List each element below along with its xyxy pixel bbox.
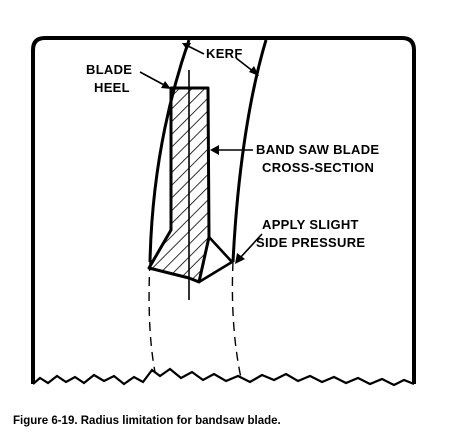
blade-heel-arrowhead	[161, 81, 171, 89]
kerf-left-edge-projected	[148, 261, 156, 373]
workpiece-outline	[31, 36, 416, 384]
cross-section-arrowhead	[210, 145, 219, 155]
cross-section-label-line1: BAND SAW BLADE	[256, 142, 379, 157]
pressure-label-line1: APPLY SLIGHT	[262, 217, 359, 232]
kerf-label: KERF	[206, 46, 243, 61]
blade-tooth-set-right	[198, 236, 234, 284]
figure-caption: Figure 6-19. Radius limitation for bands…	[13, 415, 281, 427]
blade-heel-leader	[139, 71, 167, 87]
kerf-left-edge	[148, 39, 191, 263]
cross-section-label-line2: CROSS-SECTION	[262, 160, 374, 175]
kerf-right-edge	[231, 39, 268, 263]
blade-heel-label-line2: HEEL	[94, 80, 130, 95]
pressure-leader	[239, 233, 263, 259]
kerf-right-edge-projected	[231, 261, 242, 379]
pressure-label-line2: SIDE PRESSURE	[256, 235, 365, 250]
blade-cross-section	[147, 86, 211, 284]
kerf-arrowhead-right	[249, 66, 259, 76]
kerf-arrowhead-left	[182, 43, 191, 50]
pressure-arrowhead	[235, 253, 245, 264]
blade-heel-label-line1: BLADE	[86, 62, 132, 77]
workpiece-torn-edge	[32, 367, 415, 387]
